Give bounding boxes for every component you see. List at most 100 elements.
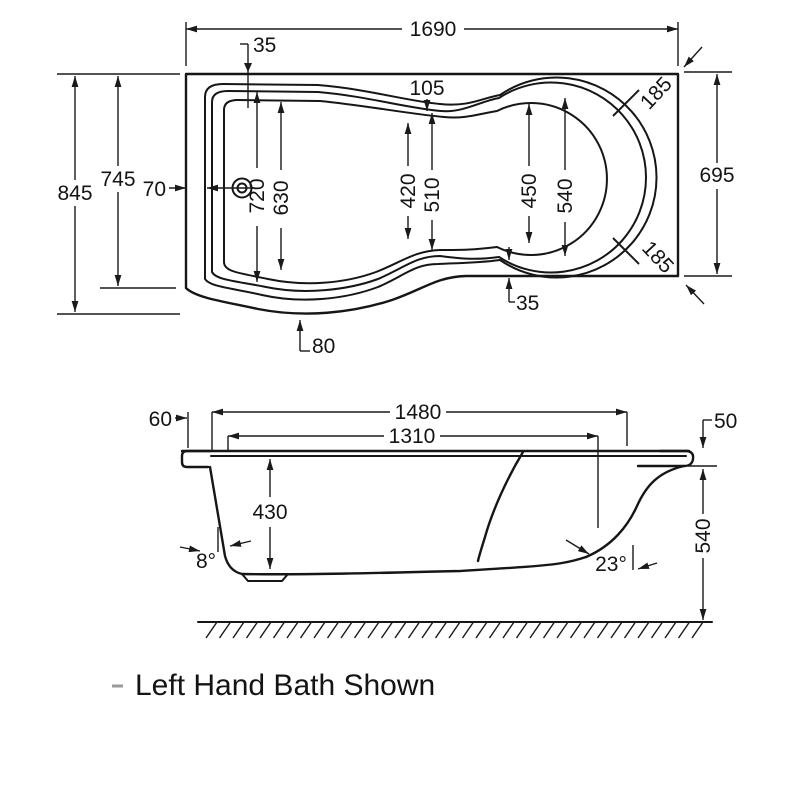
ground-hatch-mark — [421, 621, 434, 639]
ground-hatch-mark — [623, 621, 637, 639]
ground-hatch-mark — [299, 621, 313, 639]
ground-hatch-mark — [488, 621, 502, 639]
dim-35-top-label: 35 — [253, 34, 276, 57]
ground-hatching — [205, 621, 704, 639]
dim-depth-430: 430 — [252, 459, 288, 569]
side-view: 60 1480 1310 50 — [149, 401, 737, 639]
ground-hatch-mark — [583, 621, 596, 639]
dim-inner-450: 450 — [518, 104, 541, 243]
ground-hatch-mark — [596, 621, 610, 639]
dim-1480-label: 1480 — [395, 401, 442, 424]
dim-1310-label: 1310 — [389, 425, 436, 448]
plan-basin-line — [223, 99, 608, 285]
dim-630-label: 630 — [270, 180, 293, 215]
ground-hatch-mark — [259, 621, 272, 639]
dim-overhang-60: 60 — [149, 408, 189, 448]
dim-50-label: 50 — [714, 410, 737, 433]
dim-80-label: 80 — [312, 335, 335, 358]
dim-720-label: 720 — [246, 178, 269, 213]
ground-hatch-mark — [407, 621, 421, 639]
dim-inner-720: 720 — [246, 92, 269, 282]
caption: Left Hand Bath Shown — [112, 669, 435, 702]
dim-length-1310: 1310 — [227, 425, 599, 528]
ground-hatch-mark — [340, 621, 353, 639]
side-right-rim-cap — [636, 449, 695, 468]
ground-hatch-mark — [353, 621, 367, 639]
side-left-lip — [180, 449, 212, 469]
ground-hatch-mark — [650, 621, 664, 639]
ground-hatch-mark — [502, 621, 515, 639]
dim-70-label: 70 — [143, 178, 166, 201]
caption-text: Left Hand Bath Shown — [135, 669, 435, 702]
dim-185-top-label: 185 — [636, 73, 677, 114]
dim-bulge-80: 80 — [296, 320, 335, 358]
ground-hatch-mark — [448, 621, 461, 639]
dim-angle-23: 23° — [565, 539, 658, 576]
dim-width-845: 845 — [57, 73, 180, 315]
dim-inner-540: 540 — [554, 98, 577, 256]
dim-540-side-label: 540 — [692, 518, 715, 553]
dim-60-label: 60 — [149, 408, 172, 431]
dim-430-label: 430 — [252, 501, 287, 524]
dim-420-label: 420 — [397, 173, 420, 208]
ground-hatch-mark — [556, 621, 569, 639]
dim-width-695: 695 — [684, 71, 735, 277]
dim-510-label: 510 — [421, 177, 444, 212]
side-interior-curve — [476, 450, 525, 563]
dim-105-label: 105 — [409, 77, 444, 100]
dim-length-1690: 1690 — [185, 18, 679, 66]
ground-hatch-mark — [218, 621, 232, 639]
dim-inner-420: 420 — [397, 123, 420, 239]
dim-offset-bottom-35: 35 — [505, 247, 539, 315]
dim-height-540: 540 — [688, 465, 717, 620]
ground-hatch-mark — [542, 621, 556, 639]
ground-hatch-mark — [677, 621, 691, 639]
ground-hatch-mark — [326, 621, 340, 639]
ground-hatch-mark — [380, 621, 394, 639]
dim-185-bottom-label: 185 — [637, 237, 678, 278]
ground-hatch-mark — [272, 621, 286, 639]
ground-hatch-mark — [245, 621, 259, 639]
dim-845-label: 845 — [57, 182, 92, 205]
ground-hatch-mark — [691, 621, 704, 639]
dim-inner-630: 630 — [270, 102, 293, 270]
ground-hatch-mark — [529, 621, 542, 639]
side-front-wall — [208, 465, 244, 576]
dim-23deg-label: 23° — [595, 553, 627, 576]
dim-540-plan-label: 540 — [554, 178, 577, 213]
plan-outer-outline — [184, 72, 680, 315]
dim-35-bottom-label: 35 — [516, 292, 539, 315]
dim-waist-105: 105 — [409, 77, 445, 111]
dim-width-745: 745 — [100, 76, 176, 289]
ground-hatch-mark — [367, 621, 380, 639]
ground-hatch-mark — [664, 621, 677, 639]
ground-hatch-mark — [637, 621, 650, 639]
dim-angle-8: 8° — [179, 527, 252, 573]
dim-rim-edge-50: 50 — [699, 410, 737, 448]
dim-8deg-label: 8° — [196, 550, 216, 573]
dim-inner-510: 510 — [421, 113, 444, 250]
ground-hatch-mark — [434, 621, 448, 639]
ground-hatch-mark — [515, 621, 529, 639]
dim-offset-top-35: 35 — [240, 34, 276, 108]
dim-1690-label: 1690 — [410, 18, 457, 41]
dim-695-label: 695 — [699, 164, 734, 187]
dim-rim-left-70: 70 — [143, 178, 252, 201]
dim-length-1480: 1480 — [211, 401, 628, 450]
ground-hatch-mark — [313, 621, 326, 639]
ground-hatch-mark — [569, 621, 583, 639]
ground-hatch-mark — [286, 621, 299, 639]
side-bottom-line — [240, 555, 588, 576]
ground-hatch-mark — [232, 621, 245, 639]
side-foot — [241, 573, 289, 582]
dim-745-label: 745 — [100, 168, 135, 191]
ground-hatch-mark — [461, 621, 475, 639]
ground-hatch-mark — [394, 621, 407, 639]
plan-view: 1690 35 105 70 845 — [57, 18, 735, 358]
ground-hatch-mark — [610, 621, 623, 639]
ground-hatch-mark — [475, 621, 488, 639]
side-back-wall — [584, 464, 686, 559]
ground-hatch-mark — [205, 621, 218, 639]
dim-450-label: 450 — [518, 173, 541, 208]
